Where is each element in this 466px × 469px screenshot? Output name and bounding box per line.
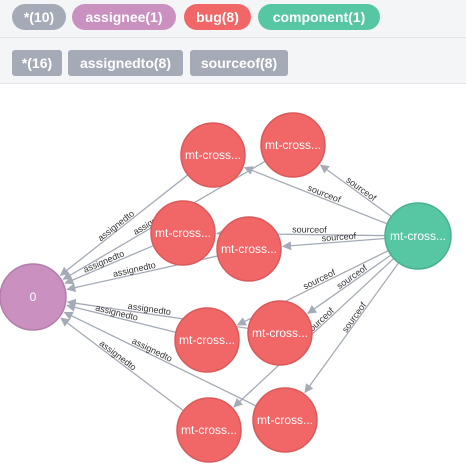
component-node-label: mt-cross... bbox=[390, 229, 446, 243]
sourceof-8-edge[interactable] bbox=[304, 262, 400, 394]
assignedto-1-label: assignedto bbox=[96, 208, 136, 243]
bug-node-1[interactable]: mt-cross... bbox=[180, 122, 246, 188]
assignedto-5-edge[interactable] bbox=[66, 302, 177, 333]
assignedto-3-edge[interactable] bbox=[64, 244, 154, 285]
assignedto-4-label: assignedto bbox=[112, 260, 157, 279]
component-node-circle[interactable] bbox=[384, 202, 452, 270]
bug-node-3[interactable]: mt-cross... bbox=[150, 200, 216, 266]
node-label-bar: *(10) assignee(1) bug(8) component(1) bbox=[0, 0, 466, 38]
bug-node-2-circle[interactable] bbox=[260, 112, 326, 178]
bug-node-8-label: mt-cross... bbox=[257, 413, 313, 427]
graph-canvas[interactable]: assignedto sourceof assignedto sourceof assi… bbox=[0, 84, 466, 469]
legend-all-relationships[interactable]: *(16) bbox=[12, 50, 62, 76]
bug-node-8[interactable]: mt-cross... bbox=[252, 387, 318, 453]
bug-node-1-label: mt-cross... bbox=[185, 148, 241, 162]
legend-assignedto[interactable]: assignedto(8) bbox=[68, 50, 183, 76]
relationship-label-bar: *(16) assignedto(8) sourceof(8) bbox=[0, 38, 466, 84]
bug-node-4[interactable]: mt-cross... bbox=[216, 216, 282, 282]
assignedto-7-edge[interactable] bbox=[60, 317, 184, 412]
bug-node-6-circle[interactable] bbox=[247, 300, 313, 366]
assignee-node[interactable]: 0 bbox=[0, 263, 67, 331]
legend-all-nodes[interactable]: *(10) bbox=[12, 4, 66, 30]
sourceof-1-edge[interactable] bbox=[243, 166, 388, 225]
assignedto-1-edge[interactable] bbox=[59, 174, 189, 276]
assignedto-8-edge[interactable] bbox=[63, 311, 257, 407]
assignee-node-label: 0 bbox=[30, 290, 37, 304]
bug-node-7-label: mt-cross... bbox=[181, 423, 237, 437]
bug-node-5-circle[interactable] bbox=[174, 307, 240, 373]
sourceof-4-edge[interactable] bbox=[281, 237, 386, 251]
assignee-node-circle[interactable] bbox=[0, 263, 67, 331]
bug-node-6-label: mt-cross... bbox=[252, 326, 308, 340]
sourceof-5-label: sourceof bbox=[301, 267, 337, 291]
bug-node-6[interactable]: mt-cross... bbox=[247, 300, 313, 366]
sourceof-4-label: sourceof bbox=[321, 231, 357, 244]
sourceof-3-label: sourceof bbox=[292, 224, 327, 234]
sourceof-7-edge[interactable] bbox=[233, 257, 395, 408]
legend-component[interactable]: component(1) bbox=[258, 4, 380, 30]
sourceof-2-label: sourceof bbox=[344, 175, 378, 204]
sourceof-1-label: sourceof bbox=[306, 183, 342, 205]
bug-node-7[interactable]: mt-cross... bbox=[176, 397, 242, 463]
sourceof-6-edge[interactable] bbox=[307, 254, 392, 314]
bug-node-7-circle[interactable] bbox=[176, 397, 242, 463]
legend-bug[interactable]: bug(8) bbox=[184, 4, 251, 30]
bug-node-5[interactable]: mt-cross... bbox=[174, 307, 240, 373]
assignedto-8-label: assignedto bbox=[130, 336, 174, 364]
bug-node-1-circle[interactable] bbox=[180, 122, 246, 188]
legend-sourceof[interactable]: sourceof(8) bbox=[190, 50, 288, 76]
component-node[interactable]: mt-cross... bbox=[384, 202, 452, 270]
bug-node-5-label: mt-cross... bbox=[179, 333, 235, 347]
bug-node-8-circle[interactable] bbox=[252, 387, 318, 453]
legend-assignee[interactable]: assignee(1) bbox=[72, 4, 176, 30]
bug-node-3-label: mt-cross... bbox=[155, 226, 211, 240]
bug-node-4-label: mt-cross... bbox=[221, 242, 277, 256]
bug-node-4-circle[interactable] bbox=[216, 216, 282, 282]
bug-node-2[interactable]: mt-cross... bbox=[260, 112, 326, 178]
bug-node-2-label: mt-cross... bbox=[265, 138, 321, 152]
sourceof-2-edge[interactable] bbox=[319, 164, 392, 218]
bug-node-3-circle[interactable] bbox=[150, 200, 216, 266]
